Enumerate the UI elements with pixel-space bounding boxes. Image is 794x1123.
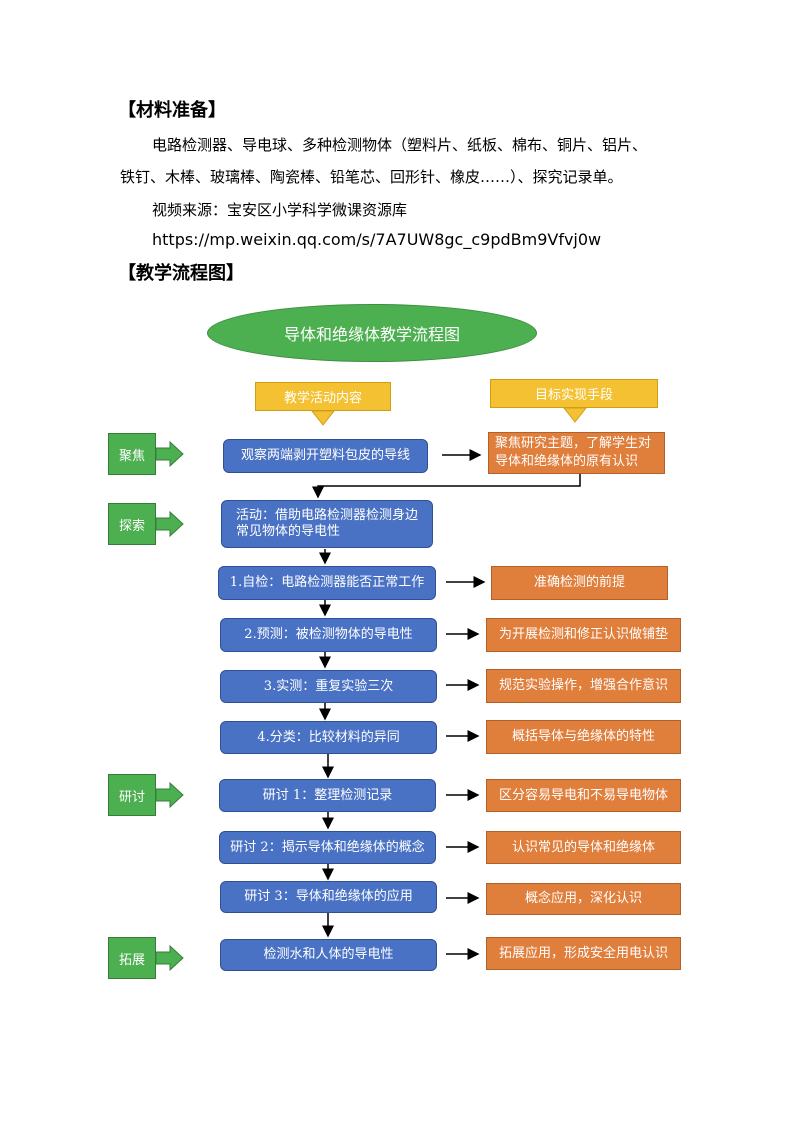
column-header-goals: 目标实现手段 xyxy=(490,379,658,408)
goal-test: 规范实验操作，增强合作意识 xyxy=(486,669,681,703)
step-discuss-3: 研讨 3：导体和绝缘体的应用 xyxy=(220,881,437,913)
goal-extend: 拓展应用，形成安全用电认识 xyxy=(486,937,681,970)
goal-focus: 聚焦研究主题，了解学生对导体和绝缘体的原有认识 xyxy=(488,432,665,474)
flowchart-title: 导体和绝缘体教学流程图 xyxy=(207,304,537,362)
materials-line-2: 铁钉、木棒、玻璃棒、陶瓷棒、铅笔芯、回形针、橡皮……）、探究记录单。 xyxy=(120,168,623,186)
goal-predict: 为开展检测和修正认识做铺垫 xyxy=(486,618,681,652)
step-classify: 4.分类：比较材料的异同 xyxy=(220,721,437,754)
goal-discuss-1: 区分容易导电和不易导电物体 xyxy=(486,779,681,812)
step-test: 3.实测：重复实验三次 xyxy=(220,670,437,703)
materials-heading: 【材料准备】 xyxy=(118,100,226,121)
step-observe-wire: 观察两端剥开塑料包皮的导线 xyxy=(223,439,428,473)
flowchart-heading: 【教学流程图】 xyxy=(118,263,244,284)
goal-self-check: 准确检测的前提 xyxy=(491,566,668,600)
goal-discuss-2: 认识常见的导体和绝缘体 xyxy=(486,831,681,864)
video-source: 视频来源：宝安区小学科学微课资源库 xyxy=(152,201,408,219)
video-url[interactable]: https://mp.weixin.qq.com/s/7A7UW8gc_c9pd… xyxy=(152,230,602,249)
step-predict: 2.预测：被检测物体的导电性 xyxy=(220,618,437,652)
step-activity: 活动：借助电路检测器检测身边常见物体的导电性 xyxy=(221,500,433,548)
step-self-check: 1.自检：电路检测器能否正常工作 xyxy=(218,566,436,600)
step-discuss-1: 研讨 1：整理检测记录 xyxy=(219,779,436,812)
stage-extend: 拓展 xyxy=(108,937,156,979)
stage-explore: 探索 xyxy=(108,503,156,545)
goal-discuss-3: 概念应用，深化认识 xyxy=(486,883,681,915)
step-extend: 检测水和人体的导电性 xyxy=(220,939,437,971)
stage-focus: 聚焦 xyxy=(108,433,156,475)
goal-classify: 概括导体与绝缘体的特性 xyxy=(486,720,681,754)
materials-line-1: 电路检测器、导电球、多种检测物体（塑料片、纸板、棉布、铜片、铝片、 xyxy=(152,136,648,154)
step-discuss-2: 研讨 2：揭示导体和绝缘体的概念 xyxy=(219,831,436,864)
